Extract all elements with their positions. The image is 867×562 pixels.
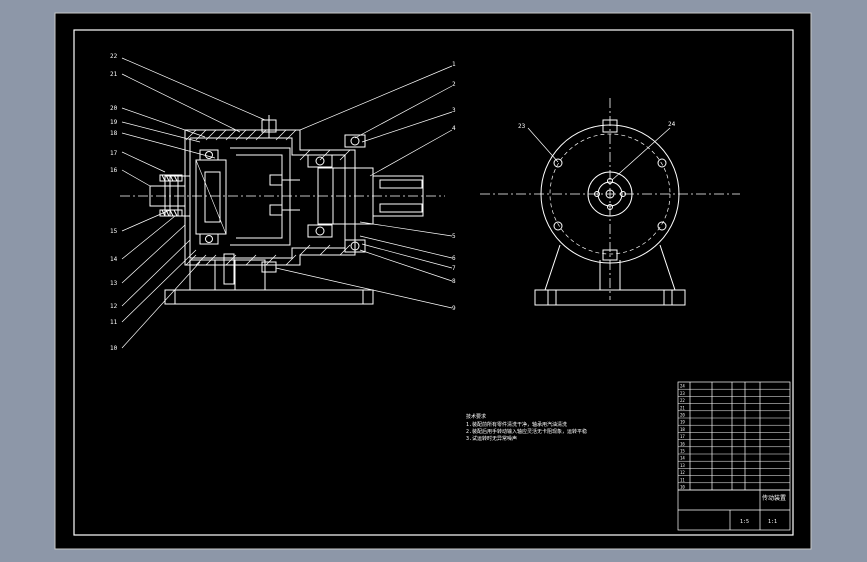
callout-5: 5 [452,233,456,240]
callout-9: 9 [452,305,456,312]
parts-list-number: 13 [680,463,685,468]
parts-list-number: 10 [680,485,685,490]
parts-list-number: 21 [680,405,685,410]
drawing-name: 传动装置 [762,494,786,502]
parts-list-number: 22 [680,398,685,403]
notes-line-1: 1.装配前所有零件清洗干净，轴承用汽油清洗 [466,421,567,428]
notes-heading: 技术要求 [466,413,486,420]
callout-8: 8 [452,278,456,285]
callout-20: 20 [110,105,118,112]
parts-list-number: 15 [680,449,685,454]
parts-list-number: 11 [680,477,685,482]
callout-7: 7 [452,265,456,272]
callout-numbers-left: 22 21 20 19 18 17 16 15 14 13 12 11 10 [110,53,118,352]
scale-label: 1:5 [740,519,749,525]
side-view-leaders [527,127,671,181]
front-sectional-view [120,115,445,305]
callout-numbers-right: 1 2 3 4 5 6 7 8 9 [452,61,456,312]
callout-10: 10 [110,345,118,352]
notes-line-3: 3.试运转时无异常噪声 [466,435,517,442]
callout-3: 3 [452,107,456,114]
callout-24: 24 [668,121,676,128]
parts-list-number: 19 [680,420,685,425]
parts-list-rows [678,388,790,491]
callout-4: 4 [452,125,456,132]
callout-11: 11 [110,319,118,326]
callout-22: 22 [110,53,118,60]
drawing-sheet [54,12,812,550]
parts-list-number: 16 [680,441,685,446]
callout-12: 12 [110,303,118,310]
side-view [480,98,740,306]
parts-list-number: 12 [680,470,685,475]
callout-1: 1 [452,61,456,68]
sheet-label: 1:1 [768,519,777,525]
callout-6: 6 [452,255,456,262]
leader-lines-left [121,57,266,349]
callout-19: 19 [110,119,118,126]
parts-list-number: 24 [680,384,685,389]
callout-2: 2 [452,81,456,88]
parts-list-number: 20 [680,413,685,418]
callout-15: 15 [110,228,118,235]
parts-list-number: 18 [680,427,685,432]
parts-list-number: 17 [680,434,685,439]
callout-14: 14 [110,256,118,263]
callout-17: 17 [110,150,118,157]
drawing-border [73,29,794,536]
leader-lines-right [275,65,453,309]
parts-list-numbers: 24 23 22 21 20 19 18 17 16 15 14 13 12 11 10 [680,384,685,490]
callout-18: 18 [110,130,118,137]
callout-21: 21 [110,71,118,78]
parts-list-number: 14 [680,456,685,461]
parts-list-number: 23 [680,391,685,396]
notes-line-2: 2.装配后用手转动输入轴应灵活无卡阻现象，运转平稳 [466,428,587,435]
callout-13: 13 [110,280,118,287]
callout-23: 23 [518,123,526,130]
callout-16: 16 [110,167,118,174]
technical-notes: 技术要求 1.装配前所有零件清洗干净，轴承用汽油清洗 2.装配后用手转动输入轴应… [466,413,587,442]
